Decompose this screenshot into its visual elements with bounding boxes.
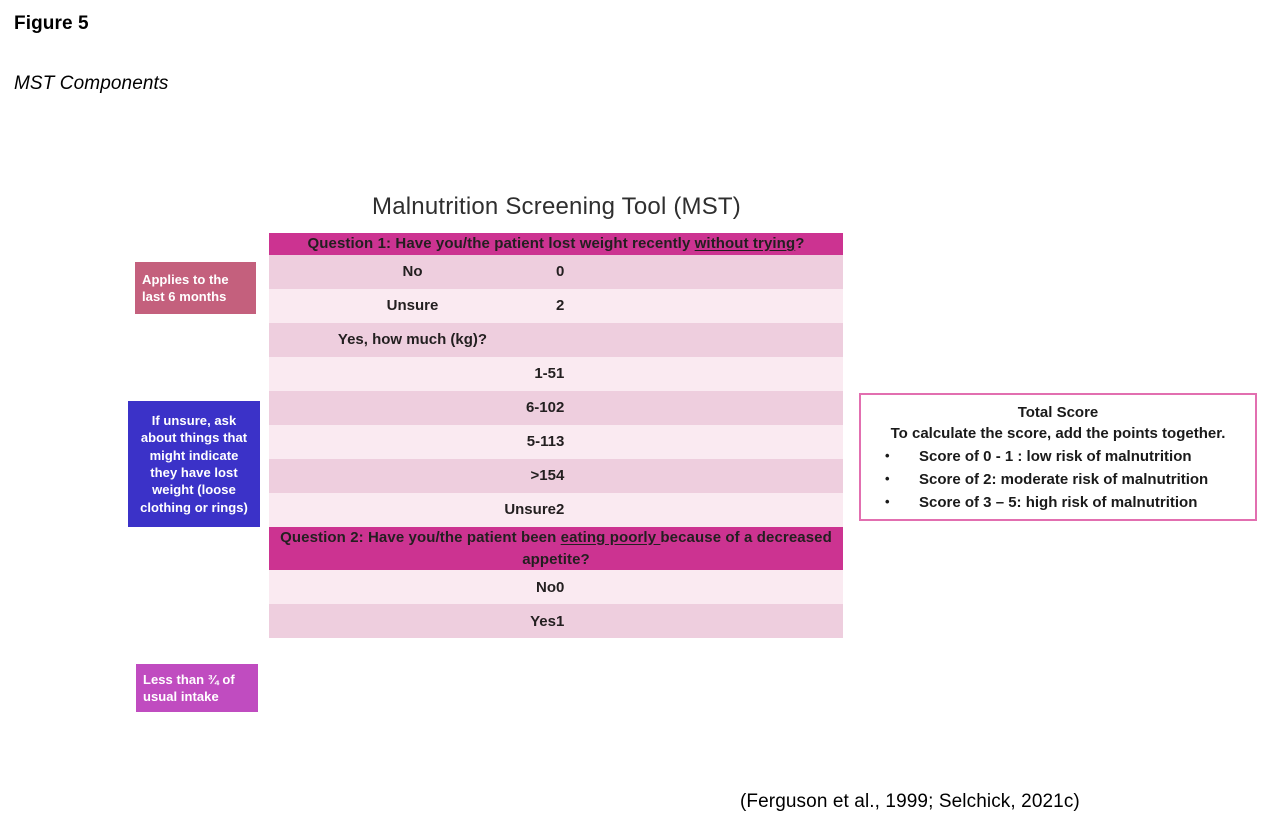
bullet-icon: • — [885, 448, 890, 464]
response-label: Yes — [530, 612, 556, 630]
bullet-icon: • — [885, 471, 890, 487]
response-score: 1 — [556, 365, 565, 383]
list-item: • Score of 3 – 5: high risk of malnutrit… — [879, 492, 1243, 515]
response-label: >15 — [530, 467, 556, 485]
question-1-emphasis: without trying — [694, 235, 796, 252]
response-score: 1 — [556, 612, 565, 630]
figure-label: Figure 5 — [14, 13, 89, 34]
response-label: No — [402, 263, 423, 281]
question-2-prefix: Question 2: Have you/the patient been — [280, 528, 561, 546]
response-score: 3 — [556, 433, 565, 451]
response-label: Unsure — [386, 297, 439, 315]
table-row: No 0 — [269, 570, 843, 605]
response-score: 2 — [556, 501, 565, 519]
response-label: 1-5 — [534, 365, 556, 383]
annotation-unsure-prompt: If unsure, ask about things that might i… — [128, 401, 260, 527]
question-2-header: Question 2: Have you/the patient been ea… — [269, 526, 843, 571]
citation: (Ferguson et al., 1999; Selchick, 2021c) — [740, 791, 1080, 812]
response-label: Unsure — [504, 501, 556, 519]
total-score-box: Total Score To calculate the score, add … — [859, 393, 1257, 521]
question-2-suffix: because of a decreased appetite? — [522, 528, 832, 568]
response-score — [556, 323, 843, 357]
question-header-row: Question 1: Have you/the patient lost we… — [269, 233, 843, 255]
total-score-title: Total Score — [1017, 404, 1099, 421]
table-row: Unsure 2 — [269, 492, 843, 527]
list-item-label: Score of 3 – 5: high risk of malnutritio… — [919, 493, 1198, 511]
total-score-intro: To calculate the score, add the points t… — [890, 424, 1226, 442]
figure-title: MST Components — [14, 73, 169, 94]
list-item: • Score of 0 - 1 : low risk of malnutrit… — [879, 446, 1243, 469]
table-row: >15 4 — [269, 458, 843, 493]
question-1-suffix: ? — [795, 235, 805, 252]
question-header-row: Question 2: Have you/the patient been ea… — [269, 526, 843, 571]
chart-title: Malnutrition Screening Tool (MST) — [372, 193, 741, 220]
list-item-label: Score of 0 - 1 : low risk of malnutritio… — [919, 448, 1192, 466]
table-row: Yes 1 — [269, 604, 843, 639]
question-1-header: Question 1: Have you/the patient lost we… — [269, 233, 843, 255]
table-row: 1-5 1 — [269, 356, 843, 391]
response-score: 2 — [556, 399, 565, 417]
annotation-six-months: Applies to the last 6 months — [135, 262, 256, 314]
response-score: 4 — [556, 467, 565, 485]
annotation-intake: Less than ¾ of usual intake — [136, 664, 258, 712]
total-score-list: • Score of 0 - 1 : low risk of malnutrit… — [873, 446, 1243, 514]
bullet-icon: • — [885, 493, 890, 509]
table-row: Unsure 2 — [269, 288, 843, 323]
response-score: 0 — [556, 578, 565, 596]
response-score: 0 — [556, 263, 565, 281]
response-score: 2 — [556, 297, 565, 315]
question-1-prefix: Question 1: Have you/the patient lost we… — [307, 235, 695, 252]
question-2-emphasis: eating poorly — [560, 528, 661, 546]
response-label: No — [536, 578, 556, 596]
response-label: 5-11 — [526, 433, 556, 451]
list-item: • Score of 2: moderate risk of malnutrit… — [879, 469, 1243, 492]
table-row: 5-11 3 — [269, 424, 843, 459]
table-row: No 0 — [269, 254, 843, 289]
table-row: 6-10 2 — [269, 390, 843, 425]
mst-table: Question 1: Have you/the patient lost we… — [269, 233, 843, 639]
response-label: Yes, how much (kg)? — [337, 331, 488, 349]
response-label: 6-10 — [525, 399, 556, 417]
table-row: Yes, how much (kg)? — [269, 322, 843, 357]
list-item-label: Score of 2: moderate risk of malnutritio… — [919, 471, 1209, 489]
